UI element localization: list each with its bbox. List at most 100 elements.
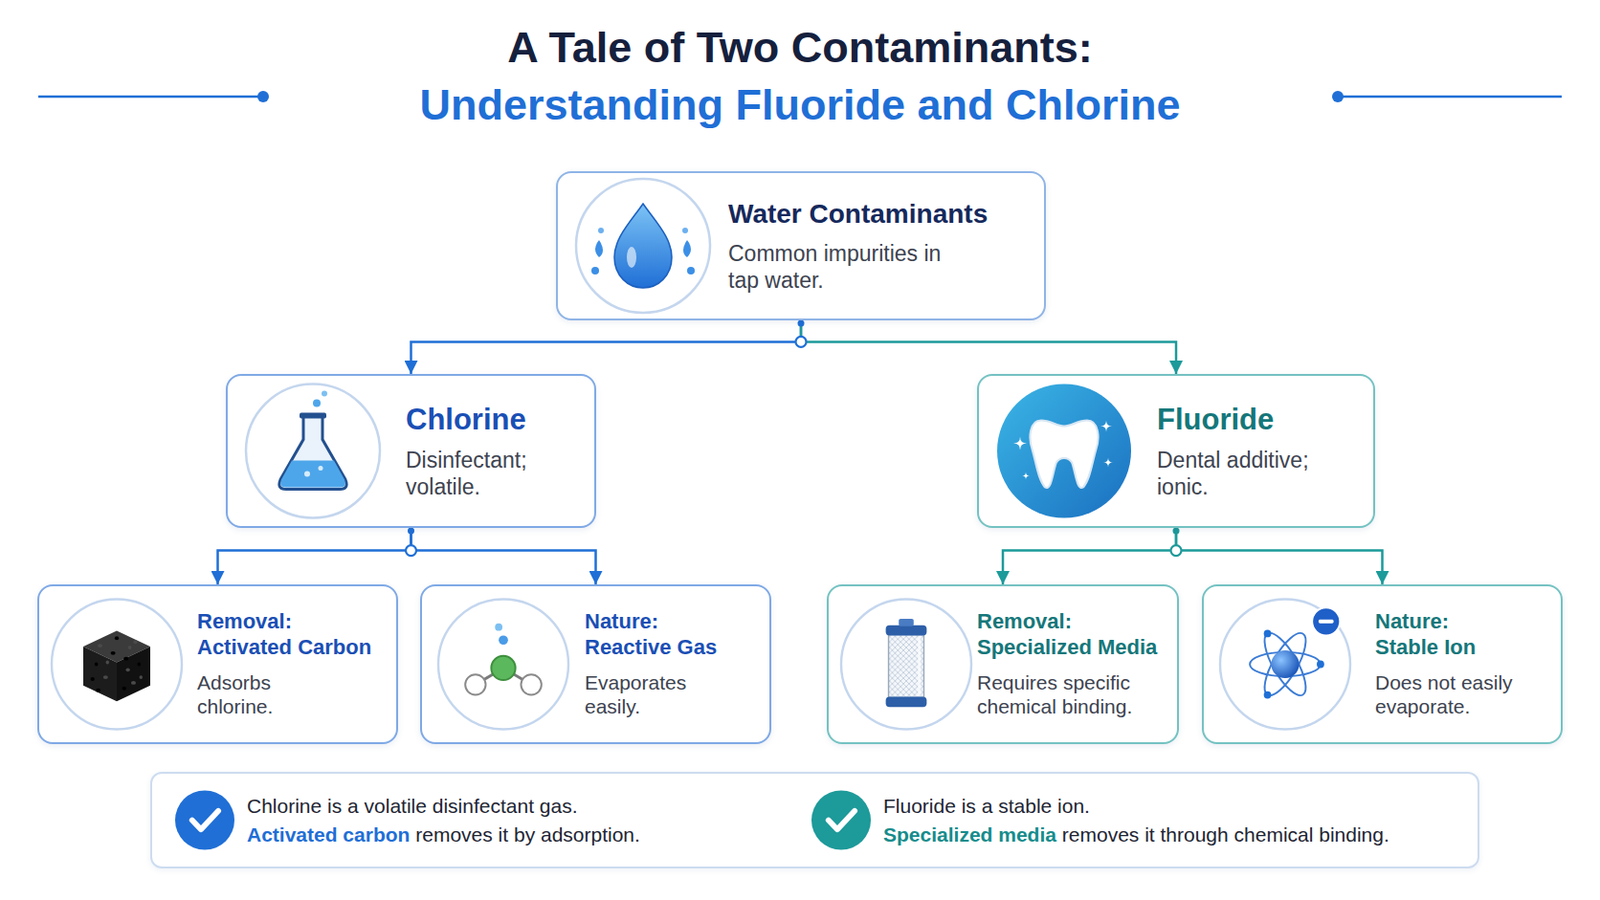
filter-drawing <box>841 600 972 731</box>
branch-dot <box>407 528 415 535</box>
decor-shape <box>1264 691 1272 700</box>
decor-shape <box>1264 630 1272 639</box>
decor-shape <box>1220 600 1351 731</box>
decor-shape <box>1257 627 1314 702</box>
title-rule <box>1340 95 1562 99</box>
box-body: Requires specific chemical binding. <box>977 670 1168 720</box>
decor-shape <box>490 656 515 681</box>
decor-shape <box>1316 661 1325 669</box>
summary-text: removes it through chemical binding. <box>1062 823 1390 846</box>
decor-shape <box>51 600 182 731</box>
decor-shape <box>811 791 871 851</box>
info-box: FluorideDental additive; ionic. <box>977 374 1376 529</box>
decor-shape <box>245 384 380 519</box>
decor-shape <box>997 384 1132 519</box>
box-body: Adsorbs chlorine. <box>197 670 341 720</box>
decor-shape <box>1220 600 1351 731</box>
box-heading: Fluoride <box>1156 401 1363 439</box>
connector-arrow <box>411 528 597 585</box>
decor-shape <box>175 791 235 851</box>
info-box: Nature: Reactive GasEvaporates easily. <box>420 584 772 745</box>
decor-shape <box>139 675 143 680</box>
decor-shape <box>886 697 928 709</box>
decor-shape <box>576 178 711 313</box>
drop-icon <box>557 173 729 323</box>
decor-shape <box>90 677 95 682</box>
decor-shape <box>576 178 711 313</box>
info-box: Removal: Activated CarbonAdsorbs chlorin… <box>37 584 399 745</box>
connector-arrow <box>218 528 412 585</box>
connector-arrow <box>1176 528 1383 585</box>
connector-arrow <box>411 320 802 375</box>
decor-shape <box>1013 437 1027 451</box>
decor-shape <box>103 675 109 680</box>
decor-shape <box>465 674 486 695</box>
text-line: Chlorine is a volatile disinfectant gas. <box>246 795 641 819</box>
decor-shape <box>811 791 871 851</box>
box-heading: Nature: Stable Ion <box>1375 609 1498 662</box>
decor-shape <box>192 811 219 830</box>
title-text: A Tale of Two Contaminants: <box>0 22 1600 73</box>
tooth-icon <box>978 376 1157 531</box>
decor-shape <box>116 646 151 702</box>
decor-shape <box>111 651 116 656</box>
decor-shape <box>828 811 855 830</box>
flask-icon <box>227 376 406 531</box>
check-icon <box>808 779 884 862</box>
check-icon <box>172 779 247 862</box>
text-group: Nature: Reactive GasEvaporates easily. <box>584 609 748 720</box>
decor-shape <box>175 791 235 851</box>
connector-arrow <box>1002 528 1177 585</box>
molecule-drawing <box>438 600 569 731</box>
box-body: Does not easily evaporate. <box>1375 670 1552 720</box>
decor-shape <box>137 663 141 667</box>
decor-shape <box>318 466 324 471</box>
info-box: ChlorineDisinfectant; volatile. <box>225 374 597 529</box>
box-heading: Chlorine <box>405 401 583 439</box>
decor-shape <box>123 657 129 662</box>
info-box: Water ContaminantsCommon impurities in t… <box>555 171 1046 321</box>
text-line: Fluoride is a stable ion. <box>883 795 1390 819</box>
decor-shape <box>299 413 327 420</box>
decor-shape <box>1029 421 1098 489</box>
filter-icon <box>828 586 978 747</box>
info-box: Nature: Stable IonDoes not easily evapor… <box>1201 584 1563 745</box>
decor-shape <box>97 644 103 648</box>
connector-arrow <box>800 320 1177 375</box>
summary-item: Chlorine is a volatile disinfectant gas.… <box>172 779 795 862</box>
decor-shape <box>614 203 672 289</box>
decor-shape <box>1103 458 1113 468</box>
summary-text: removes it by adsorption. <box>415 823 641 846</box>
cube-drawing <box>51 600 182 731</box>
summary-emphasis: Specialized media <box>883 823 1057 846</box>
summary-emphasis: Activated carbon <box>246 823 410 846</box>
branch-dot <box>1173 528 1180 535</box>
decor-shape <box>494 623 503 632</box>
atom-icon <box>1203 586 1376 747</box>
summary-item: Fluoride is a stable ion. Specialized med… <box>808 779 1479 862</box>
decor-shape <box>626 246 637 268</box>
summary-text: Fluoride is a stable ion. <box>883 795 1090 818</box>
decor-shape <box>438 600 569 731</box>
text-group: Removal: Specialized MediaRequires speci… <box>977 609 1178 720</box>
branch-junction <box>796 336 807 348</box>
decor-shape <box>997 384 1132 519</box>
decor-shape <box>682 227 689 234</box>
decor-shape <box>279 417 347 490</box>
decor-shape <box>1257 627 1314 702</box>
decor-shape <box>888 634 925 698</box>
drop-drawing <box>576 178 711 313</box>
subtitle-text: Understanding Fluoride and Chlorine <box>0 80 1600 131</box>
decor-shape <box>841 600 972 731</box>
decor-shape <box>128 645 132 650</box>
decor-shape <box>841 600 972 731</box>
decor-shape <box>1022 472 1030 481</box>
box-heading: Removal: Activated Carbon <box>197 609 383 662</box>
decor-shape <box>106 661 110 666</box>
decor-shape <box>95 688 101 693</box>
molecule-icon <box>422 586 585 747</box>
flask-drawing <box>245 384 380 519</box>
atom-drawing <box>1220 600 1351 731</box>
decor-shape <box>83 646 117 702</box>
box-body: Dental additive; ionic. <box>1156 446 1363 501</box>
